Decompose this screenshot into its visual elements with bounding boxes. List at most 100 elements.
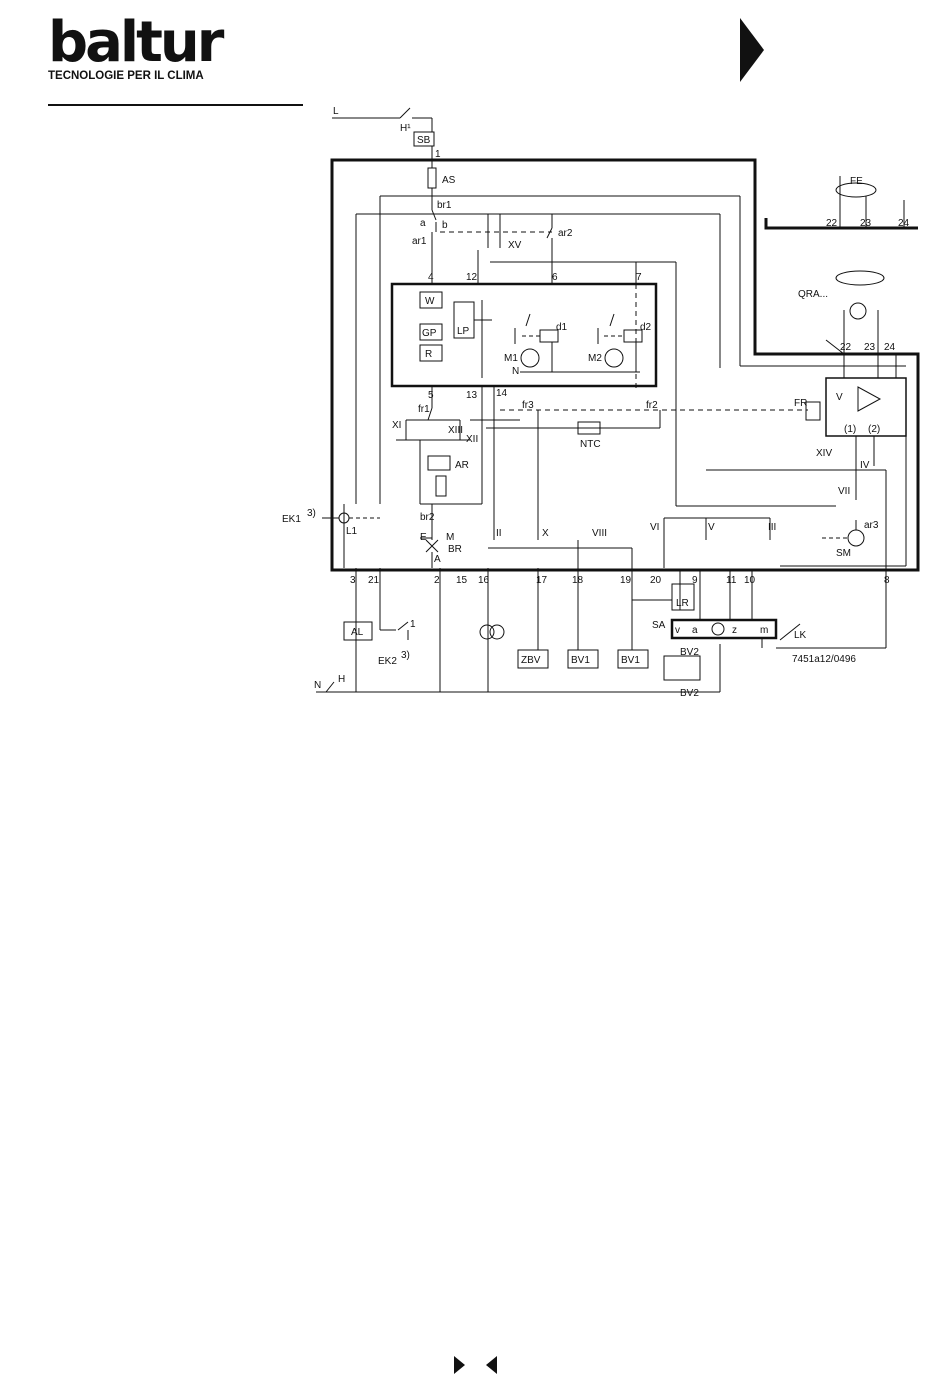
label-LK: LK — [794, 630, 807, 641]
label-III: III — [768, 522, 776, 533]
label-ZBV: ZBV — [521, 655, 541, 666]
lr-box — [671, 583, 695, 611]
triangle-right-icon[interactable] — [454, 1356, 465, 1374]
sa-motor — [711, 622, 725, 636]
label-XIV: XIV — [816, 448, 832, 459]
qra-photocell-icon — [849, 302, 867, 320]
label-FE: FE — [850, 176, 863, 187]
label-AR: AR — [455, 460, 469, 471]
label-H1: H¹ — [400, 123, 411, 134]
br-switch — [425, 539, 439, 553]
ar-resistor — [435, 475, 447, 497]
label-a-top: a — [420, 218, 426, 229]
label-V-sw: V — [708, 522, 715, 533]
sm-motor — [847, 529, 865, 547]
m1-motor — [520, 348, 540, 368]
terminal-1: 1 — [435, 149, 441, 160]
as-fuse — [427, 167, 437, 189]
w-box — [419, 291, 443, 309]
qra-terminal-24: 24 — [884, 342, 896, 353]
terminal-20: 20 — [650, 575, 662, 586]
terminal-8: 8 — [884, 575, 890, 586]
label-SM: SM — [836, 548, 851, 559]
label-IV: IV — [860, 460, 870, 471]
label-LP: LP — [457, 326, 470, 337]
m2-motor — [604, 348, 624, 368]
label-p2: (2) — [868, 424, 880, 435]
fe-terminal-22: 22 — [826, 218, 838, 229]
label-NTC: NTC — [580, 439, 601, 450]
label-XIII: XIII — [448, 425, 463, 436]
terminal-5: 5 — [428, 390, 434, 401]
label-EK2: EK2 — [378, 656, 397, 667]
ntc-sensor — [577, 421, 601, 435]
sb-box — [413, 131, 435, 147]
label-fr1: fr1 — [418, 404, 430, 415]
fr-relay — [805, 401, 821, 421]
label-b-top: b — [442, 220, 448, 231]
qra-terminal-23: 23 — [864, 342, 876, 353]
label-br2: br2 — [420, 512, 435, 523]
terminal-3: 3 — [350, 575, 356, 586]
terminal-10: 10 — [744, 575, 756, 586]
label-one: 1 — [410, 619, 416, 630]
label-R: R — [425, 349, 432, 360]
label-BR: BR — [448, 544, 462, 555]
label-LR: LR — [676, 598, 689, 609]
bv1-valve-a — [567, 649, 599, 669]
label-BV2a: BV2 — [680, 647, 699, 658]
label-L: L — [333, 106, 339, 117]
label-EK2-sup: 3) — [401, 650, 410, 661]
header-rule — [48, 104, 303, 106]
terminal-14: 14 — [496, 388, 508, 399]
label-d1: d1 — [556, 322, 568, 333]
al-box — [343, 621, 373, 641]
terminal-9: 9 — [692, 575, 698, 586]
label-sa-m: m — [760, 625, 768, 636]
sa-box — [670, 618, 778, 640]
label-SA: SA — [652, 620, 666, 631]
fe-electrode-icon — [835, 182, 877, 198]
diagram-code: 7451a12/0496 — [792, 654, 856, 665]
label-X: X — [542, 528, 549, 539]
terminal-12: 12 — [466, 272, 478, 283]
label-XI: XI — [392, 420, 401, 431]
label-N-main: N — [314, 680, 321, 691]
label-p1: (1) — [844, 424, 856, 435]
fe-terminal-23: 23 — [860, 218, 872, 229]
label-EK1-sup: 3) — [307, 508, 316, 519]
terminal-21: 21 — [368, 575, 380, 586]
terminal-16: 16 — [478, 575, 490, 586]
label-VIII: VIII — [592, 528, 607, 539]
brand-tagline: TECNOLOGIE PER IL CLIMA — [48, 70, 204, 82]
triangle-left-icon[interactable] — [486, 1356, 497, 1374]
label-QRA: QRA... — [798, 289, 828, 300]
gp-box — [419, 323, 443, 341]
fe-terminal-24: 24 — [898, 218, 910, 229]
label-BV1a: BV1 — [571, 655, 590, 666]
brand-wordmark: baltur — [48, 10, 224, 75]
label-H-main: H — [338, 674, 345, 685]
r-box — [419, 344, 443, 362]
label-FR: FR — [794, 398, 807, 409]
bv2-valve — [663, 655, 701, 681]
terminal-18: 18 — [572, 575, 584, 586]
transformer-icon-a — [479, 624, 495, 640]
label-GP: GP — [422, 328, 437, 339]
label-ar1: ar1 — [412, 236, 427, 247]
label-EK1: EK1 — [282, 514, 301, 525]
bv1-valve-b — [617, 649, 649, 669]
label-fr2: fr2 — [646, 400, 658, 411]
amplifier-box — [825, 377, 907, 437]
label-A-br: A — [434, 554, 441, 565]
label-L1: L1 — [346, 526, 358, 537]
label-ar3: ar3 — [864, 520, 879, 531]
label-W: W — [425, 296, 435, 307]
terminal-15: 15 — [456, 575, 468, 586]
transformer-icon-b — [489, 624, 505, 640]
terminal-13: 13 — [466, 390, 478, 401]
terminal-19: 19 — [620, 575, 632, 586]
label-fr3: fr3 — [522, 400, 534, 411]
label-XV: XV — [508, 240, 522, 251]
label-d2: d2 — [640, 322, 652, 333]
